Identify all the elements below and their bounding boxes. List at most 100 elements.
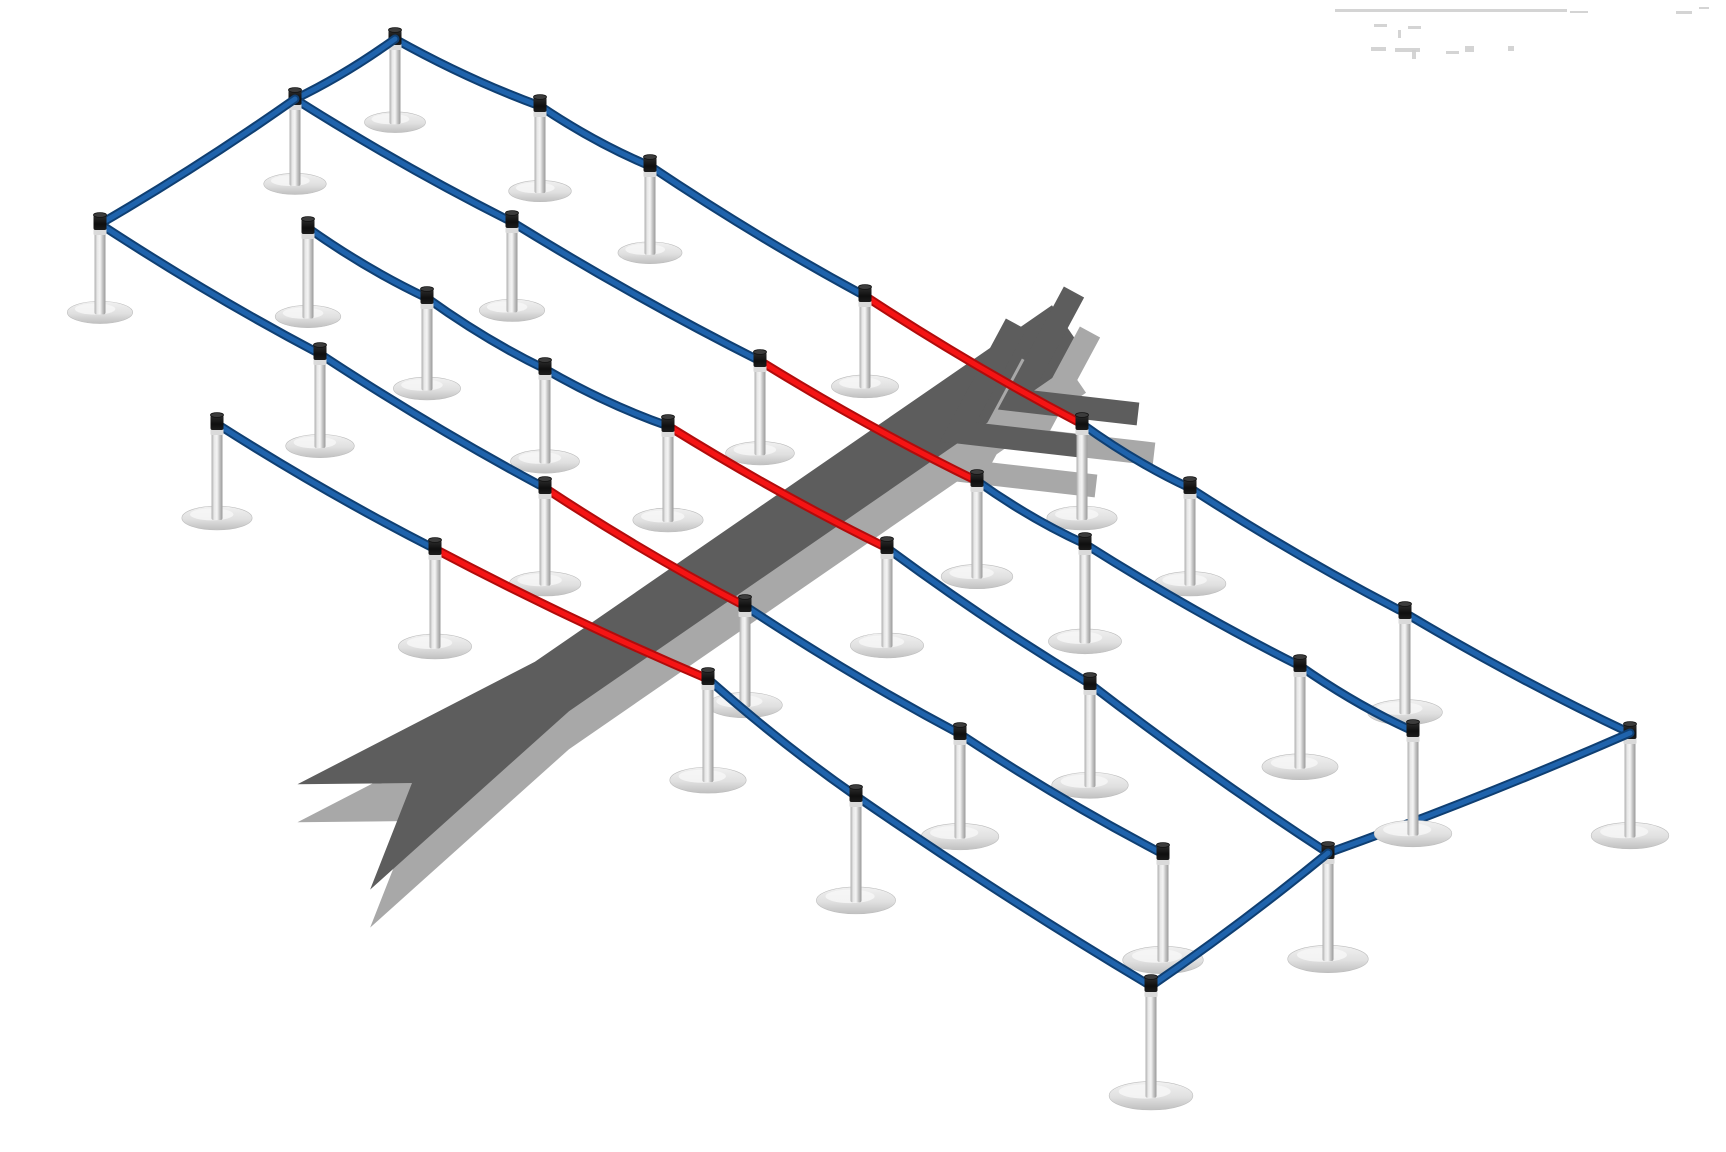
- stanchion-collar: [661, 431, 675, 437]
- stanchion-base-highlight: [825, 889, 875, 904]
- stanchion-collar: [858, 301, 872, 307]
- queue-belt-blue: [1079, 421, 1193, 491]
- stanchion-base-highlight: [1131, 949, 1182, 963]
- stanchion-post: [274, 216, 342, 328]
- stanchion-base-highlight: [678, 769, 726, 783]
- queue-belt-blue: [542, 366, 671, 429]
- stanchion-cap-top: [880, 536, 894, 542]
- queue-belt-blue: [97, 221, 323, 357]
- stanchion-base-highlight: [1383, 823, 1432, 837]
- scan-artifact: [1398, 30, 1401, 38]
- queue-belt-blue: [853, 793, 1154, 989]
- stanchion-collar: [953, 739, 967, 745]
- queue-belt-red: [862, 293, 1085, 427]
- stanchion-post: [181, 412, 253, 531]
- row-3-posts: [274, 216, 1369, 973]
- stanchion-post: [940, 469, 1014, 590]
- queue-belt-blue: [424, 295, 548, 372]
- stanchion-collar: [1144, 991, 1158, 997]
- stanchion-cap: [661, 417, 675, 432]
- stanchion-post: [632, 414, 704, 533]
- stanchion-collar: [505, 227, 519, 233]
- stanchion-cap: [701, 670, 715, 685]
- stanchion-cap-top: [753, 349, 767, 355]
- scan-artifact: [1570, 11, 1588, 13]
- stanchion-cap-top: [1078, 532, 1092, 538]
- stanchion-post: [1261, 654, 1339, 780]
- stanchion-cap-top: [388, 27, 402, 33]
- stanchion-cap: [313, 345, 327, 360]
- scan-artifact: [1699, 7, 1709, 9]
- stanchion-shaft: [534, 114, 546, 194]
- stanchion-shaft: [1407, 739, 1419, 836]
- stanchion-collar: [1398, 618, 1412, 624]
- stanchion-post: [1367, 601, 1443, 726]
- right-edge-lower-belt: [1146, 848, 1333, 991]
- stanchion-cap-top: [1083, 672, 1097, 678]
- stanchion-shaft: [859, 304, 871, 389]
- stanchion-cap: [738, 597, 752, 612]
- stanchion-shaft: [954, 742, 966, 839]
- stanchion-collar: [428, 554, 442, 560]
- stanchion-collar: [301, 233, 315, 239]
- queue-belt-blue: [1325, 730, 1633, 856]
- stanchion-cap-top: [1156, 842, 1170, 848]
- chevron-top-face: [997, 286, 1140, 426]
- stanchion-cap: [1083, 675, 1097, 690]
- queue-belt-blue: [392, 36, 543, 109]
- stanchion-cap-top: [643, 154, 657, 160]
- stanchion-collar: [1075, 429, 1089, 435]
- queue-belt-blue: [292, 96, 515, 225]
- stanchion-post: [669, 667, 747, 794]
- stanchion-post: [1108, 974, 1194, 1111]
- stanchion-collar: [643, 171, 657, 177]
- queue-belt-blue: [884, 545, 1093, 687]
- stanchion-cap-top: [1321, 841, 1335, 847]
- queue-belt-blue: [317, 351, 548, 491]
- stanchion-shaft: [1184, 496, 1196, 586]
- stanchion-cap-top: [313, 342, 327, 348]
- stanchion-cap-top: [420, 286, 434, 292]
- stanchion-shaft: [662, 434, 674, 523]
- stanchion-cap-top: [661, 414, 675, 420]
- stanchion-cap-top: [1183, 476, 1197, 482]
- stanchion-post: [478, 210, 546, 322]
- stanchion-shaft: [971, 489, 983, 579]
- stanchion-shaft: [302, 236, 314, 319]
- stanchion-post: [508, 476, 582, 597]
- stanchion-shaft: [1145, 994, 1157, 1098]
- stanchion-cap: [1075, 415, 1089, 430]
- stanchion-cap: [1398, 604, 1412, 619]
- stanchion-cap-top: [210, 412, 224, 418]
- stanchion-cap-top: [1398, 601, 1412, 607]
- stanchion-cap-top: [538, 357, 552, 363]
- stanchion-post: [725, 349, 795, 466]
- stanchion-shaft: [850, 804, 862, 903]
- stanchion-shaft: [754, 369, 766, 456]
- scan-artifact: [1676, 11, 1692, 14]
- stanchion-post: [1287, 841, 1369, 973]
- stanchion-collar: [1083, 689, 1097, 695]
- queue-belt-blue: [537, 103, 653, 169]
- scan-artifact: [1465, 46, 1474, 52]
- stanchion-collar: [753, 366, 767, 372]
- stanchion-shaft: [1157, 862, 1169, 963]
- queue-belt-blue: [292, 36, 398, 102]
- stanchion-cap-top: [1293, 654, 1307, 660]
- stanchion-shaft: [644, 174, 656, 255]
- stanchion-cap-top: [301, 216, 315, 222]
- stanchion-post: [1153, 476, 1227, 597]
- queue-belt-blue: [1148, 850, 1331, 989]
- row-1-belts: [390, 34, 1635, 738]
- stanchion-cap-top: [288, 87, 302, 93]
- stanchion-shaft: [421, 306, 433, 391]
- stanchion-post: [1590, 721, 1670, 850]
- stanchion-shaft: [739, 614, 751, 708]
- stanchion-cap: [533, 97, 547, 112]
- stanchion-collar: [849, 801, 863, 807]
- stanchion-cap-top: [1406, 719, 1420, 725]
- chevron-top-face: [939, 318, 1082, 458]
- stanchion-cap: [210, 415, 224, 430]
- stanchion-post: [1046, 412, 1118, 531]
